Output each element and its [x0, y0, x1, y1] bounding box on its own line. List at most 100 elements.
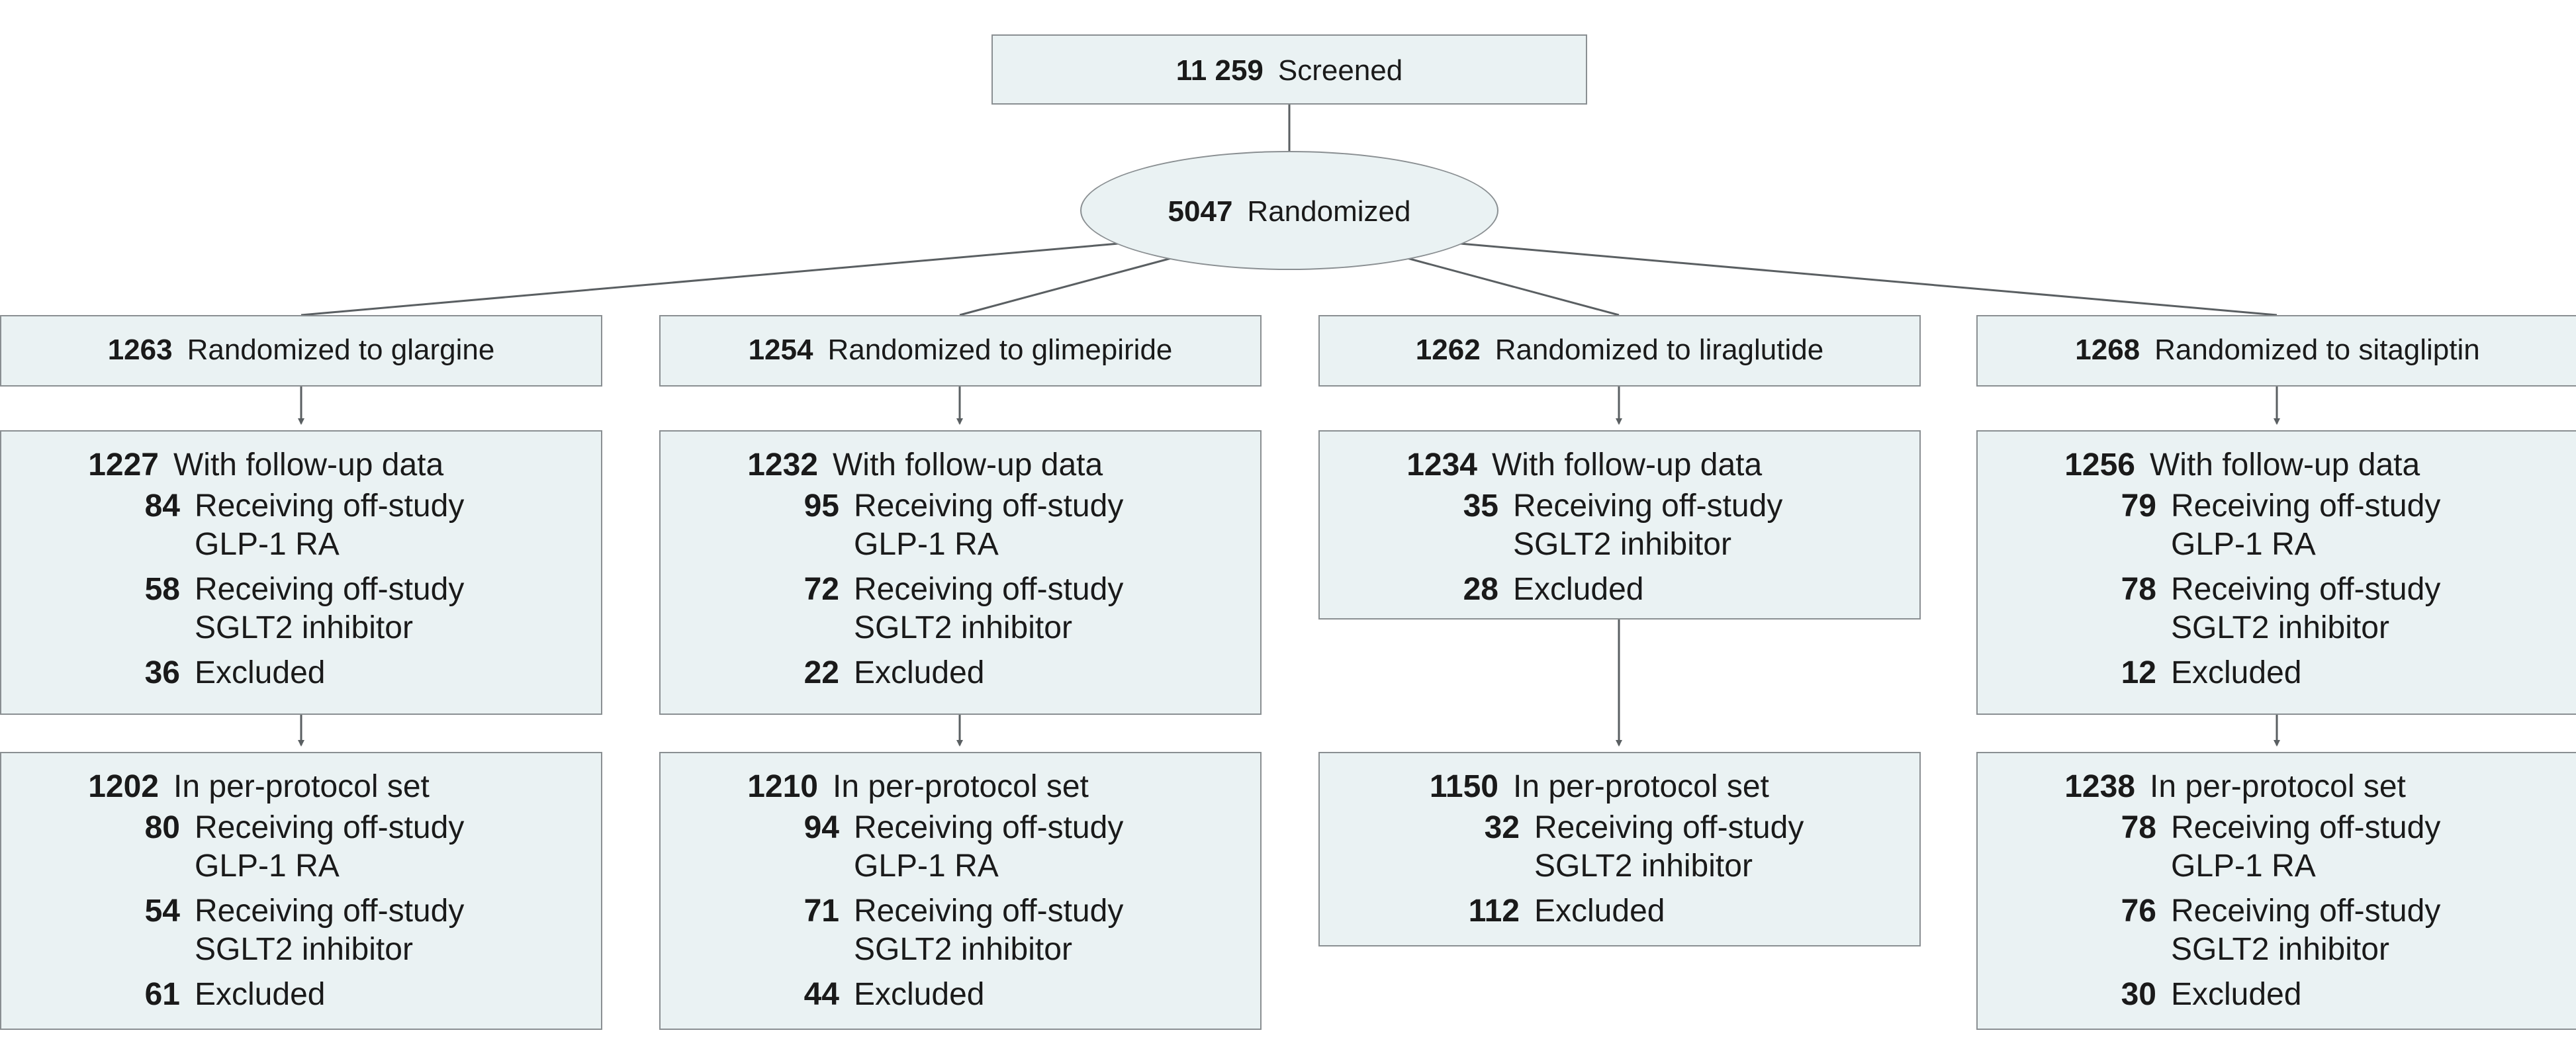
- item-line: SGLT2 inhibitor: [195, 932, 413, 967]
- item-count: 30: [2121, 977, 2156, 1012]
- item-line: GLP-1 RA: [195, 849, 340, 884]
- perprotocol-item: 30 Excluded: [2103, 976, 2302, 1014]
- item-line: GLP-1 RA: [854, 527, 999, 562]
- item-line: Receiving off-study: [854, 572, 1124, 607]
- item-line: Receiving off-study: [2171, 894, 2441, 929]
- perprotocol-count: 1202: [88, 769, 159, 804]
- followup-label: With follow-up data: [2150, 447, 2420, 483]
- perprotocol-label: In per-protocol set: [2150, 769, 2406, 804]
- branch-line-liraglutide: [1406, 257, 1620, 316]
- perprotocol-label: In per-protocol set: [833, 769, 1089, 804]
- followup-count: 1227: [88, 447, 159, 483]
- perprotocol-summary: 1210 In per-protocol set: [739, 768, 1089, 806]
- item-count: 44: [804, 977, 839, 1012]
- item-count: 28: [1463, 572, 1498, 607]
- arm-label: Randomized to glargine: [187, 334, 495, 366]
- item-line: Receiving off-study: [854, 894, 1124, 929]
- arm-label: Randomized to sitagliptin: [2154, 334, 2480, 366]
- followup-summary: 1234 With follow-up data: [1398, 446, 1762, 484]
- perprotocol-count: 1150: [1429, 769, 1498, 804]
- item-count: 22: [804, 655, 839, 690]
- item-line: Receiving off-study: [195, 572, 465, 607]
- item-count: 76: [2121, 894, 2156, 929]
- screened-label: Screened: [1277, 54, 1403, 87]
- item-line: Excluded: [2171, 977, 2302, 1012]
- item-line: SGLT2 inhibitor: [2171, 610, 2389, 645]
- item-line: SGLT2 inhibitor: [1534, 849, 1753, 884]
- item-line: SGLT2 inhibitor: [1513, 527, 1731, 562]
- item-line: GLP-1 RA: [195, 527, 340, 562]
- item-count: 35: [1463, 488, 1498, 524]
- item-line: Receiving off-study: [1513, 488, 1783, 524]
- screened-count: 11 259: [1175, 54, 1264, 87]
- followup-label: With follow-up data: [173, 447, 444, 483]
- branch-line-glargine: [300, 242, 1119, 316]
- followup-box-liraglutide: 1234 With follow-up data 35 Receiving off-s…: [1318, 430, 1921, 620]
- item-line: Receiving off-study: [2171, 810, 2441, 845]
- perprotocol-item: 44 Excluded: [786, 976, 985, 1014]
- item-line: Receiving off-study: [195, 488, 465, 524]
- followup-label: With follow-up data: [1492, 447, 1763, 483]
- screened-box: 11 259 Screened: [991, 34, 1587, 105]
- item-line: Excluded: [854, 977, 985, 1012]
- item-count: 58: [144, 572, 180, 607]
- item-line: Receiving off-study: [1534, 810, 1804, 845]
- item-line: Receiving off-study: [195, 894, 465, 929]
- item-count: 54: [144, 894, 180, 929]
- arm-header-line: 1268 Randomized to sitagliptin: [1978, 331, 2576, 369]
- followup-item: 22 Excluded: [786, 654, 985, 692]
- item-text: Excluded: [195, 976, 325, 1014]
- item-text: Excluded: [854, 654, 984, 692]
- item-line: Excluded: [854, 655, 985, 690]
- arm-count: 1268: [2075, 334, 2140, 366]
- followup-count: 1232: [747, 447, 818, 483]
- item-line: Receiving off-study: [2171, 572, 2441, 607]
- perprotocol-count: 1210: [747, 769, 818, 804]
- item-count: 80: [144, 810, 180, 845]
- item-line: Receiving off-study: [854, 810, 1124, 845]
- followup-count: 1234: [1406, 447, 1477, 483]
- item-line: GLP-1 RA: [854, 849, 999, 884]
- item-line: Receiving off-study: [195, 810, 465, 845]
- item-count: 71: [804, 894, 839, 929]
- item-line: GLP-1 RA: [2171, 527, 2316, 562]
- branch-line-glimepiride: [959, 257, 1172, 316]
